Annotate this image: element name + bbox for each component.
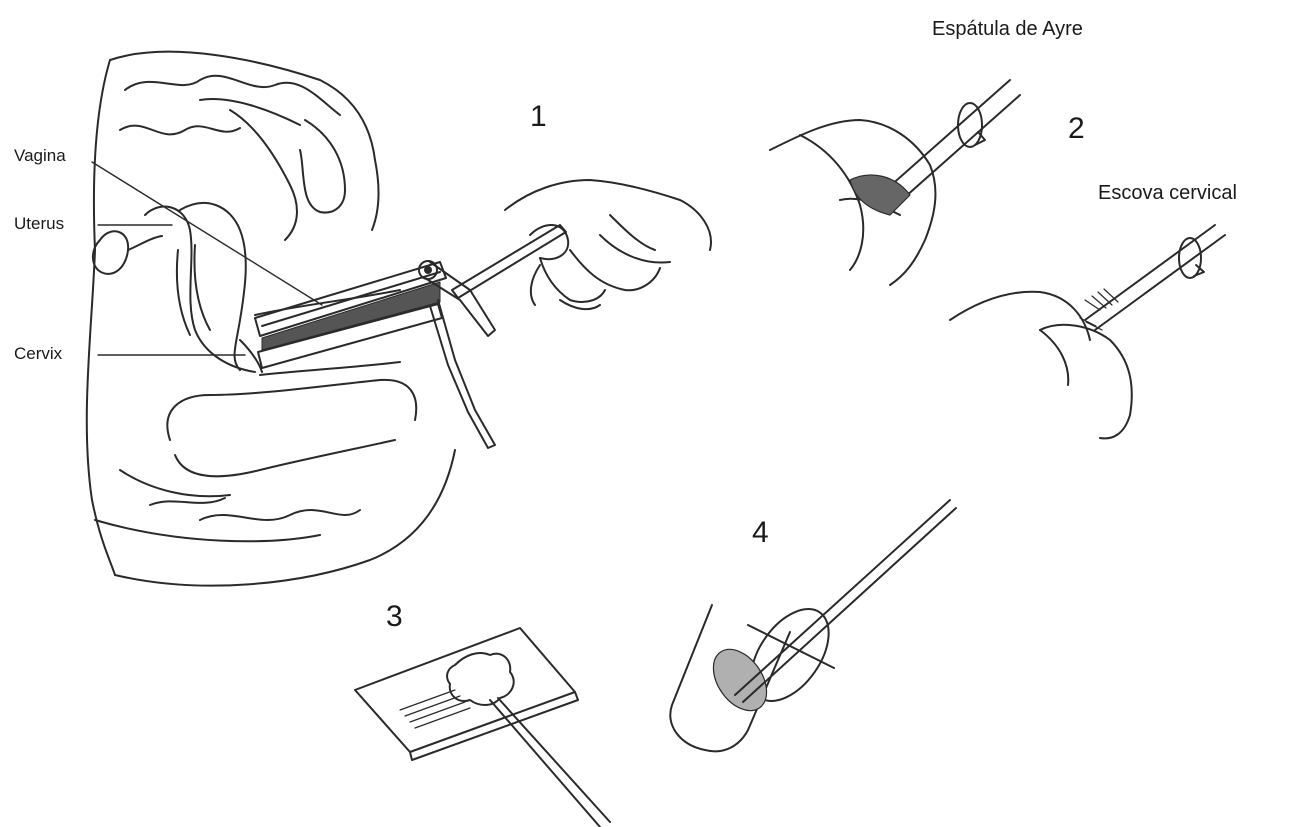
cervical-brush-sketch <box>950 225 1225 438</box>
label-cervix: Cervix <box>14 344 62 364</box>
label-uterus: Uterus <box>14 214 64 234</box>
hand <box>452 180 711 309</box>
ayre-spatula-sketch <box>770 80 1020 285</box>
vial-sketch <box>670 500 956 751</box>
step-number-1: 1 <box>530 100 547 134</box>
label-ayre-spatula: Espátula de Ayre <box>932 18 1083 41</box>
label-vagina: Vagina <box>14 146 66 166</box>
label-cervical-brush: Escova cervical <box>1098 182 1237 205</box>
step-number-3: 3 <box>386 600 403 634</box>
step-number-2: 2 <box>1068 112 1085 146</box>
glass-slide-sketch <box>355 628 610 827</box>
anatomy-cross-section <box>87 52 455 586</box>
step-number-4: 4 <box>752 516 769 550</box>
speculum <box>255 261 495 448</box>
